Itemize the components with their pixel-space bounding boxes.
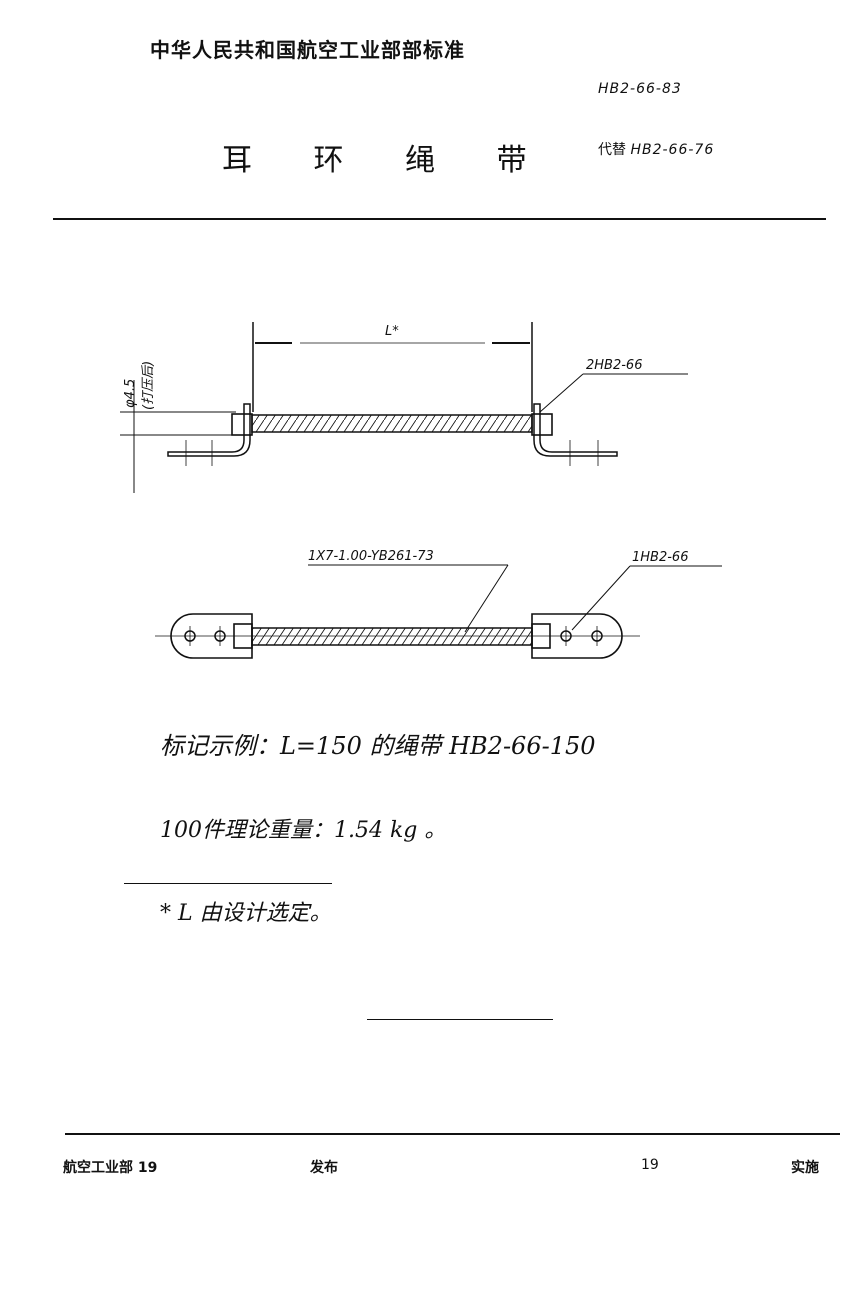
document-title: 耳 环 绳 带 bbox=[222, 143, 553, 178]
diameter-label: φ4.5 bbox=[123, 379, 138, 408]
marking-example: 标记示例：L=150 的绳带 HB2-66-150 bbox=[160, 732, 596, 760]
footer-issued: 发布 bbox=[310, 1160, 338, 1176]
footer-issuer: 航空工业部 19 bbox=[63, 1160, 158, 1176]
footnote: * L 由设计选定。 bbox=[160, 901, 332, 926]
standard-number: HB2-66-83 bbox=[598, 81, 682, 97]
header-rule bbox=[53, 218, 826, 220]
plan-view bbox=[155, 564, 722, 659]
part-bottom-label: 1HB2-66 bbox=[632, 550, 688, 565]
diameter-note: (打压后) bbox=[141, 361, 156, 410]
wire-spec-label: 1X7-1.00-YB261-73 bbox=[308, 549, 434, 564]
length-label: L* bbox=[385, 324, 399, 339]
organization-title: 中华人民共和国航空工业部部标准 bbox=[150, 38, 465, 62]
footer-rule bbox=[65, 1133, 840, 1135]
part-top-label: 2HB2-66 bbox=[586, 358, 642, 373]
replaces-value: HB2-66-76 bbox=[630, 142, 715, 158]
footer-effective: 实施 bbox=[791, 1160, 819, 1176]
theoretical-weight: 100件理论重量：1.54 kg 。 bbox=[160, 818, 447, 843]
footer-year: 19 bbox=[641, 1157, 659, 1173]
replaces-label: 代替 bbox=[598, 142, 626, 158]
side-view bbox=[120, 322, 688, 493]
end-rule bbox=[367, 1019, 553, 1020]
replaces-line: 代替 HB2-66-76 bbox=[598, 139, 714, 159]
footnote-rule bbox=[124, 883, 332, 884]
